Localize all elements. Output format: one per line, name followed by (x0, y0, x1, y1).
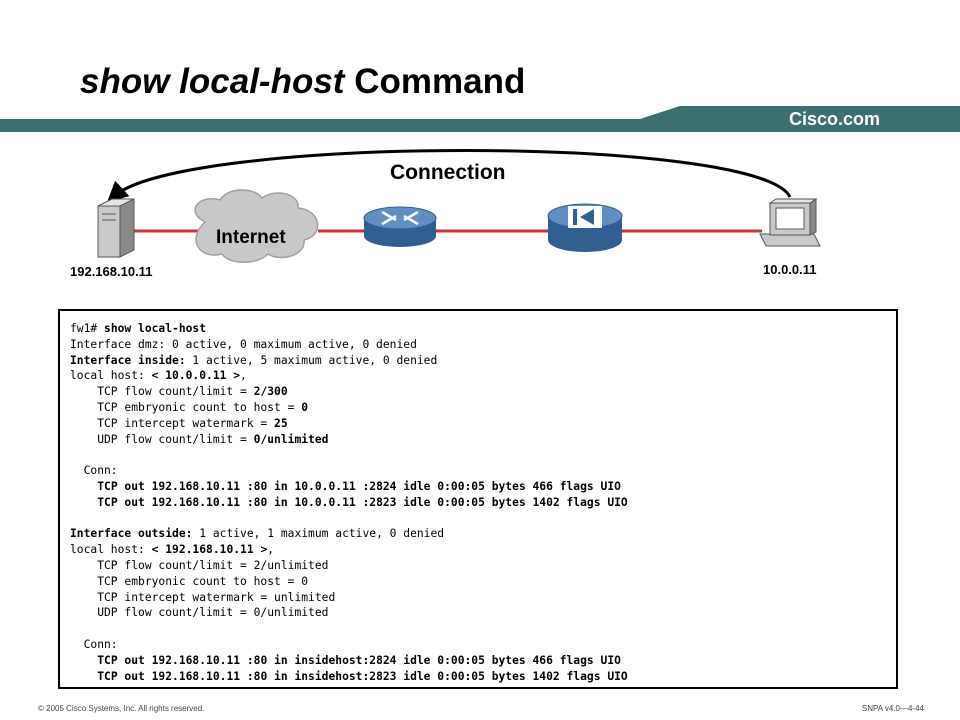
output-line: TCP flow count/limit = 2/unlimited (70, 559, 328, 572)
workstation-icon (759, 198, 821, 247)
output-bold-text: TCP out 192.168.10.11 :80 in 10.0.0.11 :… (97, 495, 628, 509)
command-output-box: fw1# show local-host Interface dmz: 0 ac… (58, 309, 898, 689)
output-bold-text: 0 (301, 400, 309, 414)
output-line: fw1# show local-host (70, 322, 206, 335)
footer-course-code: SNPA v4.0—4-44 (861, 704, 924, 713)
output-text: TCP embryonic count to host = 0 (70, 574, 309, 588)
output-bold-text: Interface outside: (70, 527, 193, 541)
output-line: TCP out 192.168.10.11 :80 in insidehost:… (70, 654, 621, 667)
internet-label: Internet (216, 227, 286, 248)
workstation-ip-label: 10.0.0.11 (763, 262, 817, 277)
output-line: TCP embryonic count to host = 0 (70, 575, 308, 588)
output-bold-text: TCP out 192.168.10.11 :80 in insidehost:… (97, 669, 628, 683)
output-text: TCP embryonic count to host = (70, 400, 302, 414)
output-text: TCP flow count/limit = (70, 385, 254, 399)
output-line: TCP out 192.168.10.11 :80 in insidehost:… (70, 670, 628, 683)
output-bold-text: 0/unlimited (253, 432, 329, 446)
header-band-tab (640, 106, 960, 132)
output-bold-text: 25 (274, 416, 288, 430)
output-text: TCP flow count/limit = 2/unlimited (70, 558, 329, 572)
output-bold-text: < 192.168.10.11 > (151, 543, 268, 557)
command-output: fw1# show local-host Interface dmz: 0 ac… (70, 321, 896, 684)
output-text: 1 active, 5 maximum active, 0 denied (185, 353, 438, 367)
output-text (70, 480, 97, 493)
header-band (0, 106, 960, 132)
output-text: local host: (70, 543, 152, 557)
output-text: UDP flow count/limit = (70, 432, 254, 446)
internet-cloud-icon (194, 189, 319, 263)
output-text: Conn: (70, 464, 118, 478)
output-text: , (267, 543, 275, 557)
output-text: Conn: (70, 637, 118, 651)
output-text: Interface dmz: 0 active, 0 maximum activ… (70, 337, 417, 351)
output-bold-text: < 10.0.0.11 > (151, 369, 241, 383)
output-text: 1 active, 1 maximum active, 0 denied (192, 527, 445, 541)
output-line: Interface dmz: 0 active, 0 maximum activ… (70, 338, 417, 351)
output-line: local host: < 192.168.10.11 >, (70, 543, 274, 556)
output-text (70, 496, 97, 509)
output-line: TCP out 192.168.10.11 :80 in 10.0.0.11 :… (70, 496, 628, 509)
router-icon (363, 206, 437, 247)
output-line: TCP out 192.168.10.11 :80 in 10.0.0.11 :… (70, 480, 621, 493)
output-line: local host: < 10.0.0.11 >, (70, 369, 247, 382)
output-text (70, 670, 97, 683)
output-text: UDP flow count/limit = 0/unlimited (70, 606, 329, 620)
footer-copyright: © 2005 Cisco Systems, Inc. All rights re… (38, 704, 205, 713)
title-suffix: Command (354, 62, 526, 101)
network-diagram (97, 149, 821, 263)
output-line: UDP flow count/limit = 0/unlimited (70, 606, 328, 619)
output-line: TCP flow count/limit = 2/300 (70, 385, 288, 399)
page-title: show local-host Command (80, 62, 525, 102)
output-text: local host: (70, 369, 152, 383)
output-text: , (240, 369, 247, 383)
brand-logo-text: Cisco.com (788, 109, 880, 129)
output-text: TCP intercept watermark = unlimited (70, 590, 336, 604)
server-icon (97, 198, 135, 258)
output-line: Interface outside: 1 active, 1 maximum a… (70, 527, 444, 540)
output-line: Conn: (70, 638, 118, 651)
output-bold-text: TCP out 192.168.10.11 :80 in 10.0.0.11 :… (97, 479, 621, 493)
output-line: UDP flow count/limit = 0/unlimited (70, 433, 328, 446)
output-bold-text: TCP out 192.168.10.11 :80 in insidehost:… (97, 653, 621, 667)
output-bold-text: 2/300 (253, 385, 288, 399)
output-text: fw1# (70, 322, 105, 335)
firewall-icon (547, 203, 623, 252)
output-line: TCP embryonic count to host = 0 (70, 401, 308, 414)
server-ip-label: 192.168.10.11 (70, 264, 153, 279)
output-line: Interface inside: 1 active, 5 maximum ac… (70, 354, 437, 367)
output-bold-text: Interface inside: (70, 353, 186, 367)
output-line: TCP intercept watermark = unlimited (70, 591, 335, 604)
output-text (70, 654, 97, 667)
output-line: TCP intercept watermark = 25 (70, 416, 288, 430)
title-command: show local-host (80, 62, 345, 101)
output-line: Conn: (70, 464, 118, 477)
output-text: TCP intercept watermark = (70, 416, 275, 430)
connection-arc (106, 149, 792, 203)
connection-label: Connection (390, 161, 506, 184)
output-bold-text: show local-host (104, 322, 207, 335)
